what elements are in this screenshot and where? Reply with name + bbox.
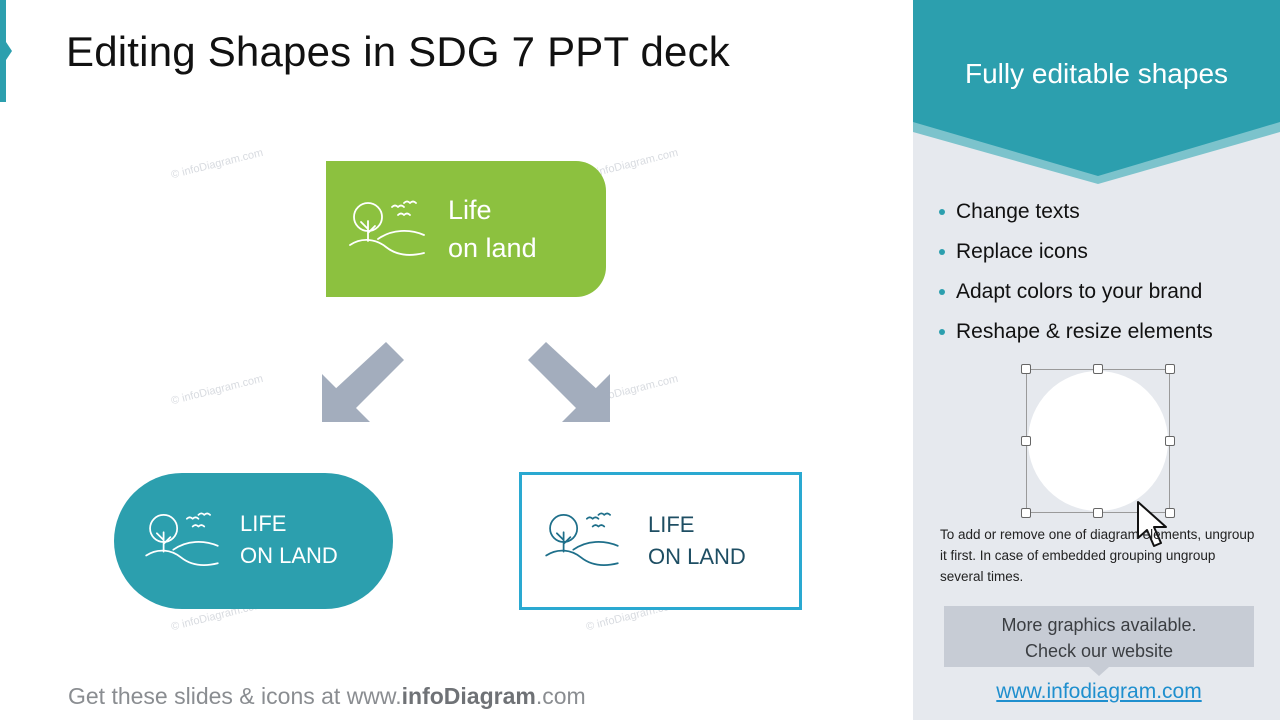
footer-promo[interactable]: Get these slides & icons at www.infoDiag…	[68, 683, 586, 710]
resize-handle[interactable]	[1021, 508, 1031, 518]
ungroup-help-text: To add or remove one of diagram elements…	[940, 527, 1255, 584]
watermark: © infoDiagram.com	[169, 372, 265, 408]
callout-notch	[1089, 667, 1109, 676]
arrow-down-left-icon	[322, 342, 404, 422]
feature-list: Change texts Replace icons Adapt colors …	[937, 197, 1213, 357]
website-link[interactable]: www.infodiagram.com	[996, 680, 1202, 703]
box-label: LIFE ON LAND	[648, 512, 746, 569]
resize-handle[interactable]	[1021, 436, 1031, 446]
tree-landscape-icon	[145, 512, 219, 567]
tree-landscape-icon	[545, 512, 619, 567]
footer-suffix: .com	[535, 683, 586, 709]
life-on-land-pill-box[interactable]: LIFE ON LAND	[114, 473, 393, 609]
feature-item: Adapt colors to your brand	[937, 277, 1213, 317]
more-line: More graphics available.	[1001, 615, 1197, 635]
panel-title: Fully editable shapes	[964, 58, 1229, 89]
life-on-land-outline-box[interactable]: LIFE ON LAND	[519, 472, 802, 610]
footer-prefix: Get these slides & icons at www.	[68, 683, 402, 709]
resize-handle[interactable]	[1093, 508, 1103, 518]
tree-landscape-icon	[349, 200, 425, 256]
box-label: LIFE ON LAND	[240, 511, 338, 568]
resize-handle[interactable]	[1021, 364, 1031, 374]
resize-handle[interactable]	[1093, 364, 1103, 374]
resize-handle[interactable]	[1165, 508, 1175, 518]
mouse-pointer-icon	[1137, 501, 1167, 547]
watermark: © infoDiagram.com	[169, 146, 265, 182]
slide-title: Editing Shapes in SDG 7 PPT deck	[66, 28, 730, 75]
panel-header-banner	[913, 0, 1280, 184]
selection-frame	[1026, 369, 1170, 513]
arrow-down-right-icon	[528, 342, 610, 422]
footer-brand: infoDiagram	[401, 683, 536, 709]
demo-circle	[1028, 371, 1168, 511]
resize-handle[interactable]	[1165, 364, 1175, 374]
feature-item: Reshape & resize elements	[937, 317, 1213, 357]
life-on-land-green-box[interactable]: Life on land	[326, 161, 606, 297]
box-label: Life on land	[448, 195, 537, 263]
more-graphics-callout: More graphics available. Check our websi…	[944, 606, 1254, 667]
more-line: Check our website	[1024, 641, 1174, 661]
right-info-panel: Fully editable shapes Change texts Repla…	[913, 0, 1280, 720]
title-accent-bar	[0, 0, 6, 102]
feature-item: Change texts	[937, 197, 1213, 237]
resizable-circle-demo[interactable]	[1017, 360, 1179, 522]
resize-handle[interactable]	[1165, 436, 1175, 446]
title-accent-notch	[6, 42, 12, 60]
feature-item: Replace icons	[937, 237, 1213, 277]
